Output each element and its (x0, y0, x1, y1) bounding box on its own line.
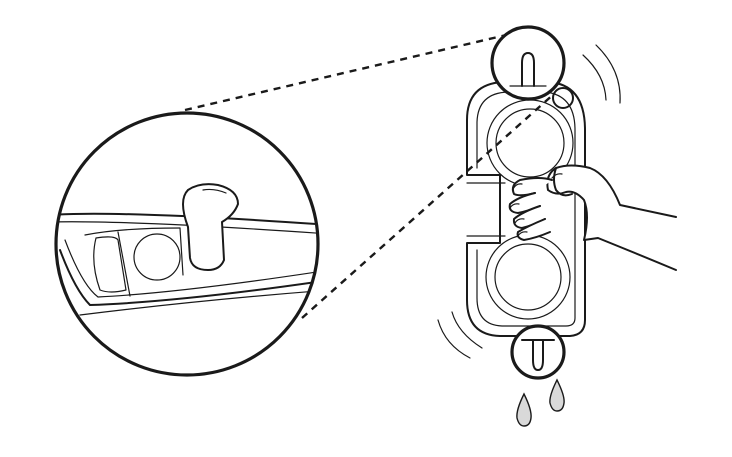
shake-motion-arcs-bottom (437, 311, 483, 359)
callout-line-bottom (301, 92, 556, 319)
magnified-pocket (93, 236, 127, 293)
tray-corner-button (552, 87, 574, 109)
callout-line-top (184, 31, 516, 112)
magnified-drain-plug (182, 183, 239, 271)
water-drop-icon (516, 392, 532, 427)
hand-palm (546, 164, 677, 271)
magnified-tray-detail (56, 183, 318, 316)
drain-plug-closed-icon (490, 25, 566, 101)
tray-inner-rim (476, 91, 576, 327)
water-drops (516, 378, 565, 427)
hand-thumb (553, 167, 573, 197)
hand-finger-4 (516, 218, 551, 241)
drain-plug-open-icon (510, 324, 566, 380)
water-drop-icon (549, 378, 565, 412)
magnified-drain-hole (133, 233, 181, 281)
hand-finger-1 (511, 177, 553, 197)
callout-lines (184, 31, 556, 319)
shake-motion-arcs-top (582, 44, 621, 104)
magnifier-ring (54, 111, 320, 377)
hand-icon (508, 164, 677, 271)
magnifier-callout (54, 111, 320, 377)
tray-outer-outline (466, 81, 586, 337)
tray-lower-cup (485, 234, 571, 320)
